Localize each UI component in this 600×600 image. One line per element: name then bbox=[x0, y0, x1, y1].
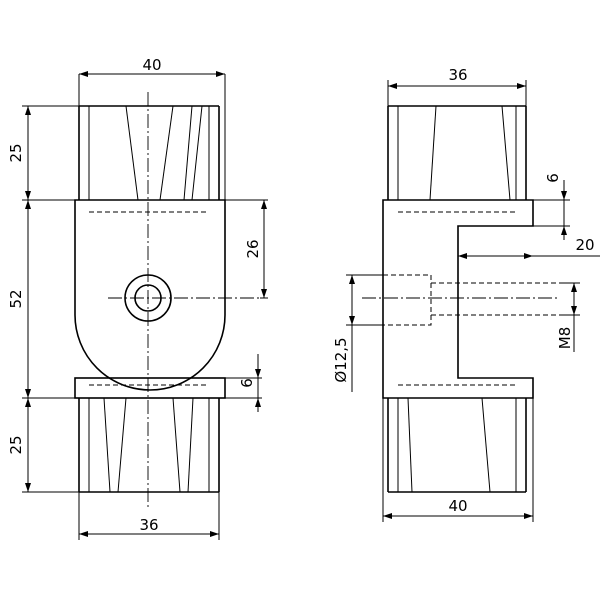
front-dim-hole-offset: 26 bbox=[225, 199, 268, 299]
side-dim-thread: M8 bbox=[556, 282, 580, 352]
side-dim-slot-depth: 20 bbox=[458, 236, 600, 259]
front-hole bbox=[108, 92, 260, 508]
front-body bbox=[74, 199, 226, 399]
side-lower-tube bbox=[387, 397, 527, 493]
front-dim-top-width: 40 bbox=[78, 56, 226, 200]
side-dim-step: 6 bbox=[533, 173, 570, 240]
dim-label-26: 26 bbox=[244, 239, 262, 258]
dim-label-m8: M8 bbox=[556, 327, 574, 350]
front-upper-tube bbox=[78, 105, 220, 213]
side-upper-tube bbox=[387, 105, 527, 213]
dim-label-20: 20 bbox=[575, 236, 594, 254]
side-body bbox=[362, 199, 560, 399]
front-lower-tube bbox=[78, 397, 220, 493]
front-dim-bottom-width: 36 bbox=[78, 492, 220, 540]
side-view: 36 6 20 M8 bbox=[332, 66, 600, 522]
dim-label-6-front: 6 bbox=[238, 378, 256, 388]
front-dim-plate: 6 bbox=[225, 354, 262, 412]
front-dim-left-stack: 25 52 25 bbox=[7, 105, 79, 493]
dim-label-25-upper: 25 bbox=[7, 143, 25, 162]
dim-label-25-lower: 25 bbox=[7, 435, 25, 454]
side-dim-hole-diameter: Ø12,5 bbox=[332, 274, 383, 392]
dim-label-36-side: 36 bbox=[448, 66, 467, 84]
dim-label-40-side: 40 bbox=[448, 497, 467, 515]
front-view: 40 25 52 25 26 bbox=[7, 56, 268, 540]
side-dim-bottom-width: 40 bbox=[382, 398, 534, 522]
dim-label-36-bottom: 36 bbox=[139, 516, 158, 534]
dim-label-40-top: 40 bbox=[142, 56, 161, 74]
dim-label-6-side: 6 bbox=[544, 173, 562, 183]
side-dim-top-width: 36 bbox=[387, 66, 527, 106]
dim-label-diameter: Ø12,5 bbox=[332, 337, 350, 382]
dim-label-52: 52 bbox=[7, 289, 25, 308]
